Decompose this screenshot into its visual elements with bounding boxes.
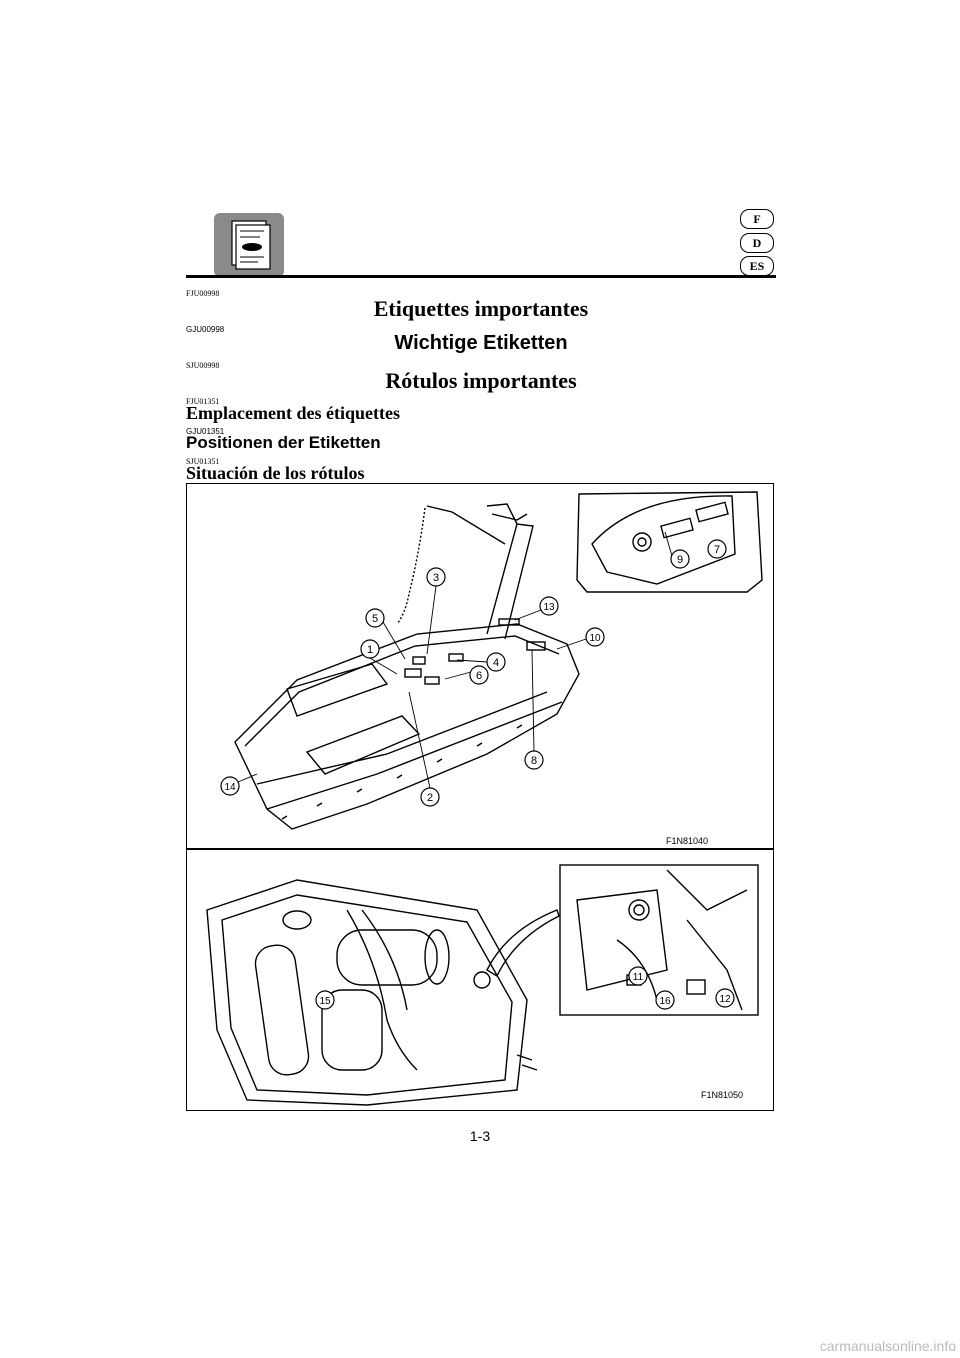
callout-1: 1 (367, 644, 373, 656)
callout-13: 13 (543, 602, 555, 613)
section-title-de: Wichtige Etiketten (394, 332, 568, 354)
section-code-de: GJU00998 (186, 325, 225, 334)
watermark: carmanualsonline.info (819, 1338, 956, 1354)
manual-book-icon (214, 213, 284, 277)
callout-7: 7 (714, 544, 720, 556)
subsection-title-fr: Emplacement des étiquettes (186, 403, 400, 423)
section-code-es: SJU00998 (186, 361, 220, 370)
callout-4: 4 (493, 657, 499, 669)
subsection-code-de: GJU01351 (186, 427, 225, 436)
figure-frame (186, 483, 774, 1111)
language-badge-d: D (740, 233, 774, 253)
section-title-fr: Etiquettes importantes (373, 296, 589, 321)
callout-11: 11 (633, 972, 644, 983)
subsection-code-fr: FJU01351 (186, 397, 220, 406)
header-rule (186, 275, 776, 278)
watercraft-illustration: 1 2 3 4 5 6 7 8 9 10 13 14 (220, 491, 763, 830)
callout-3: 3 (433, 572, 439, 584)
figure-code-bottom: F1N81050 (701, 1090, 744, 1100)
callout-5: 5 (372, 613, 378, 625)
language-badge-f: F (740, 209, 774, 229)
callout-10: 10 (589, 633, 601, 644)
callout-16: 16 (659, 996, 671, 1007)
language-badge-es: ES (740, 256, 774, 276)
callout-14: 14 (224, 782, 236, 793)
page-number: 1-3 (469, 1128, 491, 1144)
callout-6: 6 (476, 670, 482, 682)
figure-divider (186, 848, 774, 850)
subsection-title-es: Situación de los rótulos (186, 463, 365, 483)
subsection-title-de: Positionen der Etiketten (186, 433, 381, 452)
figure-code-top: F1N81040 (666, 836, 709, 846)
callout-12: 12 (719, 994, 731, 1005)
section-code-fr: FJU00998 (186, 289, 220, 298)
callout-2: 2 (427, 792, 433, 804)
callout-8: 8 (531, 755, 537, 767)
engine-compartment-illustration: 11 12 15 16 (206, 864, 759, 1106)
subsection-code-es: SJU01351 (186, 457, 220, 466)
callout-15: 15 (319, 996, 331, 1007)
section-title-es: Rótulos importantes (385, 368, 577, 393)
callout-9: 9 (677, 554, 683, 566)
